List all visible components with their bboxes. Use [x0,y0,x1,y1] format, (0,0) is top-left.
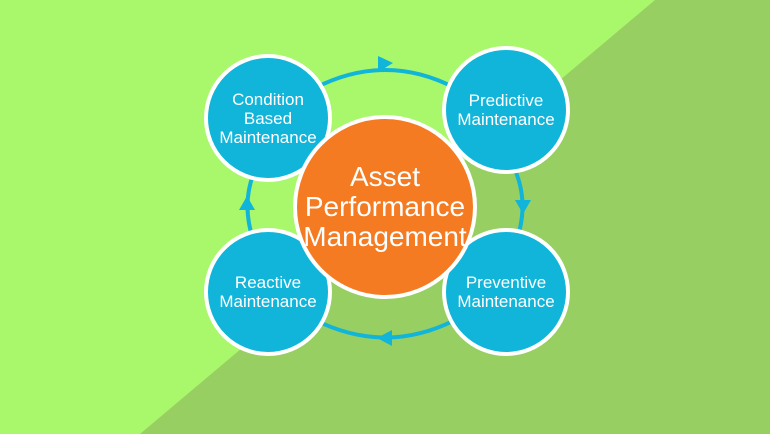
arrowhead-bottom [377,330,392,346]
arrowhead-left [239,196,255,210]
node-label: Reactive Maintenance [219,273,317,311]
node-condition-based-maintenance: Condition Based Maintenance [204,54,332,182]
node-label: Condition Based Maintenance [219,89,317,147]
node-predictive-maintenance: Predictive Maintenance [442,46,570,174]
cycle-arrowheads [239,56,531,346]
center-label: Asset Performance Management [303,161,467,252]
arrowhead-right [515,200,531,214]
node-label: Predictive Maintenance [457,91,555,129]
arc-top [313,68,457,90]
arrowhead-top [378,56,393,72]
center-asset-performance-management: Asset Performance Management [293,115,477,299]
node-label: Preventive Maintenance [457,273,555,311]
